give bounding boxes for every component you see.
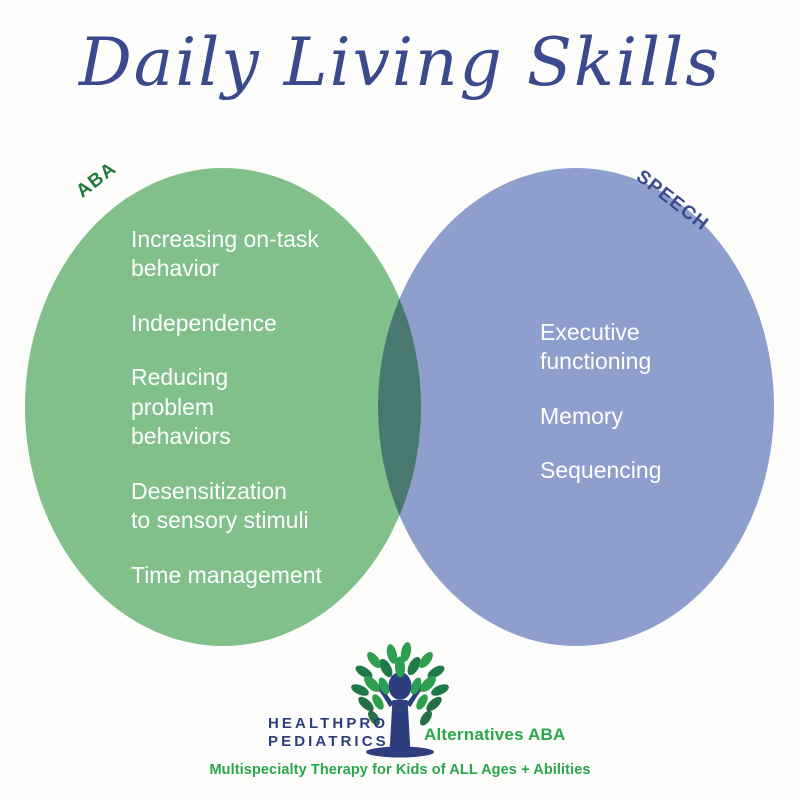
logo-row: HEALTHPRO PEDIATRICS Alternatives ABA xyxy=(0,640,800,758)
list-item: Reducing problem behaviors xyxy=(131,364,231,450)
list-item: Desensitization to sensory stimuli xyxy=(131,477,309,534)
tree-person-logo-icon xyxy=(336,642,464,758)
brand-wordmark-line2: PEDIATRICS xyxy=(268,732,389,750)
list-item: Increasing on-task behavior xyxy=(131,226,319,282)
list-item: Independence xyxy=(131,309,277,336)
brand-wordmark: HEALTHPRO PEDIATRICS xyxy=(268,715,389,750)
venn-circle-aba xyxy=(25,168,421,646)
list-item: Executive functioning xyxy=(540,319,652,375)
speech-item-list: Executive functioning Memory Sequencing xyxy=(540,318,745,486)
logo-block: HEALTHPRO PEDIATRICS Alternatives ABA Mu… xyxy=(0,640,800,800)
tagline: Multispecialty Therapy for Kids of ALL A… xyxy=(209,762,591,778)
list-item: Memory xyxy=(540,402,624,429)
list-item: Sequencing xyxy=(540,457,662,484)
aba-item-list: Increasing on-task behavior Independence… xyxy=(131,225,357,590)
venn-circle-speech xyxy=(378,168,774,646)
partner-name: Alternatives ABA xyxy=(424,725,566,744)
list-item: Time management xyxy=(131,561,322,588)
brand-wordmark-line1: HEALTHPRO xyxy=(268,715,389,732)
